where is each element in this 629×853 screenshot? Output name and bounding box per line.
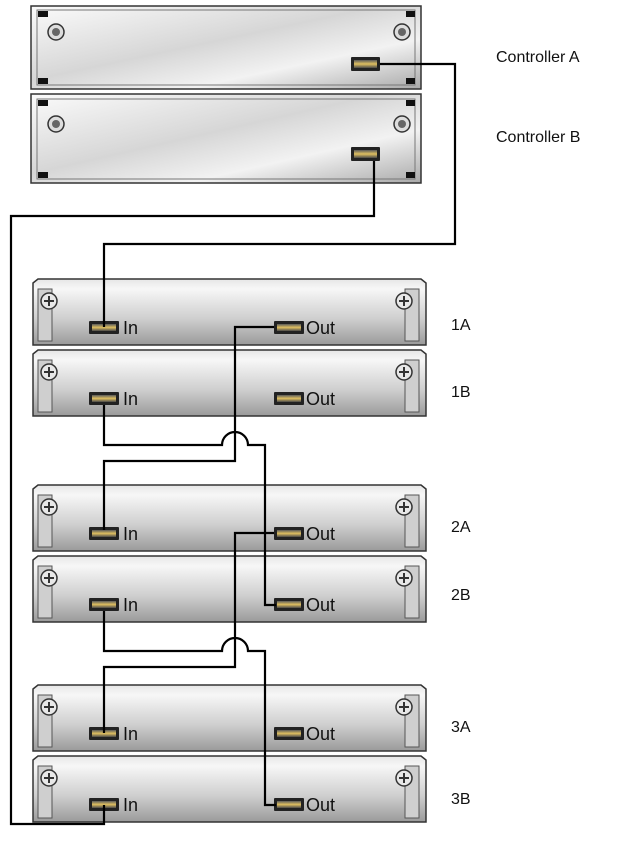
controller-b-chassis [30,93,422,184]
cable-2b-in-to-3b-out [102,611,276,807]
tray-label-3b: 3B [451,791,471,808]
screw-icon [395,292,413,310]
tray-label-3a: 3A [451,719,471,736]
screw-icon [40,698,58,716]
tray-out-label: Out [306,389,335,409]
tray-in-label: In [123,795,138,815]
tray-in-label: In [123,595,138,615]
in-port-icon [89,392,119,405]
tray-3a: In Out [32,684,427,752]
controller-b-label: Controller B [496,129,580,146]
tray-2a: In Out [32,484,427,552]
screw-icon [395,498,413,516]
cable-1b-in-to-2b-out [102,405,276,607]
tray-1b: In Out [32,349,427,417]
tray-in-label: In [123,724,138,744]
screw-icon [40,498,58,516]
in-port-icon [89,598,119,611]
tray-label-1b: 1B [451,384,471,401]
screw-icon [47,115,65,133]
cables [9,62,457,826]
cable-controller-a-to-1a-in [102,62,457,327]
out-port-icon [274,727,304,740]
screw-icon [40,569,58,587]
tray-label-2a: 2A [451,519,471,536]
out-port-icon [274,321,304,334]
controller-a-port-icon [351,57,380,71]
controller-a-label: Controller A [496,49,580,66]
tray-in-label: In [123,389,138,409]
screw-icon [393,23,411,41]
screw-icon [395,569,413,587]
in-port-icon [89,527,119,540]
screw-icon [393,115,411,133]
tray-out-label: Out [306,524,335,544]
tray-in-label: In [123,318,138,338]
tray-out-label: Out [306,318,335,338]
out-port-icon [274,392,304,405]
out-port-icon [274,598,304,611]
tray-out-label: Out [306,724,335,744]
out-port-icon [274,527,304,540]
screw-icon [395,769,413,787]
tray-2b: In Out [32,555,427,623]
screw-icon [47,23,65,41]
screw-icon [395,363,413,381]
tray-out-label: Out [306,595,335,615]
screw-icon [395,698,413,716]
out-port-icon [274,798,304,811]
screw-icon [40,363,58,381]
in-port-icon [89,727,119,740]
tray-label-2b: 2B [451,587,471,604]
controller-a-chassis [30,5,422,90]
tray-out-label: Out [306,795,335,815]
cable-1a-out-to-2a-in [102,325,274,530]
controller-b-port-icon [351,147,380,161]
in-port-icon [89,321,119,334]
tray-label-1a: 1A [451,317,471,334]
tray-1a: In Out [32,278,427,346]
cable-2a-out-to-3a-in [102,531,274,733]
cable-controller-b-to-3b-in [9,161,376,826]
tray-3b: In Out [32,755,427,823]
tray-in-label: In [123,524,138,544]
in-port-icon [89,798,119,811]
screw-icon [40,292,58,310]
screw-icon [40,769,58,787]
